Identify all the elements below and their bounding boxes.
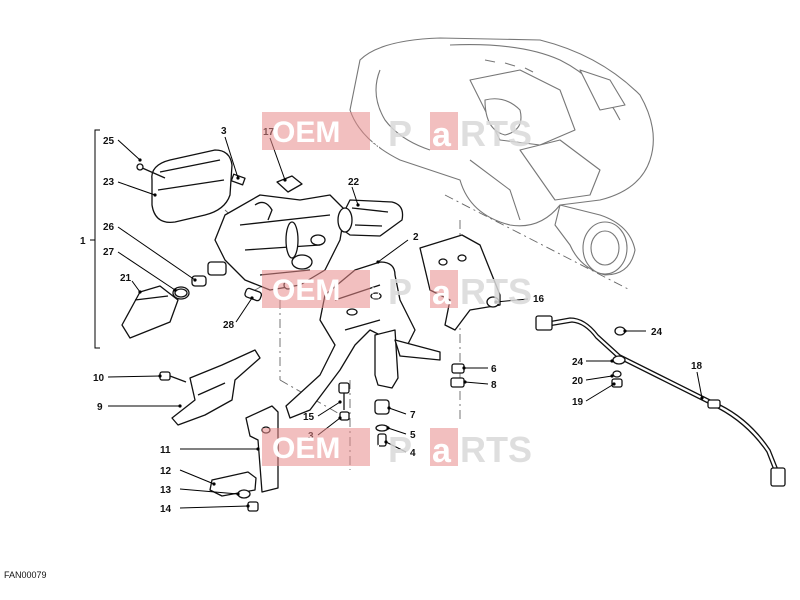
- nut-8: [450, 377, 465, 388]
- rear-frame-assembly: [349, 37, 654, 276]
- clip-17: [276, 175, 303, 193]
- callout-11: 11: [160, 445, 171, 456]
- callout-19: 19: [572, 397, 584, 408]
- grommet-24-lower: [612, 355, 626, 365]
- watermark-oem-text: OEM: [272, 274, 340, 307]
- watermark-bike-text: BIKE: [371, 444, 381, 466]
- callout-16: 16: [533, 294, 545, 305]
- license-bracket-2: [285, 261, 441, 419]
- grommet-6: [451, 363, 465, 374]
- screw-25: [136, 163, 166, 179]
- callout-24-lower: 24: [572, 357, 584, 368]
- screw-15: [338, 382, 350, 410]
- tail-light-body: [207, 194, 346, 291]
- callout-8: 8: [491, 380, 497, 391]
- rear-light-22: [337, 199, 404, 237]
- callout-7: 7: [410, 410, 416, 421]
- watermark-a-text: a: [432, 116, 452, 154]
- callout-3-top: 3: [221, 126, 227, 137]
- wiring-harness-18: [535, 315, 786, 487]
- callout-9: 9: [97, 402, 103, 413]
- screw-3-lower: [339, 411, 350, 421]
- watermark-oem-text: OEM: [272, 116, 340, 149]
- watermark-bike-text: BIKE: [371, 286, 381, 308]
- callout-6: 6: [491, 364, 497, 375]
- screw-10: [159, 371, 187, 383]
- watermark-rts-text: RTS: [460, 113, 532, 154]
- callout-15: 15: [303, 412, 315, 423]
- callout-21: 21: [120, 273, 132, 284]
- callout-5: 5: [410, 430, 416, 441]
- callout-27: 27: [103, 247, 115, 258]
- watermark-rts-text: RTS: [460, 271, 532, 312]
- watermark-rts-text: RTS: [460, 429, 532, 470]
- callout-24-upper: 24: [651, 327, 663, 338]
- callout-13: 13: [160, 485, 172, 496]
- watermark-p-text: P: [388, 271, 412, 312]
- callout-25: 25: [103, 136, 115, 147]
- callout-1: 1: [80, 236, 86, 247]
- watermark-p-text: P: [388, 429, 412, 470]
- watermark-middle: OEM BIKE P a RTS: [262, 270, 532, 312]
- callout-23: 23: [103, 177, 115, 188]
- callout-18: 18: [691, 361, 703, 372]
- watermark-bottom: OEM BIKE P a RTS: [262, 428, 532, 470]
- watermark-bike-text: BIKE: [371, 128, 381, 150]
- washer-5: [375, 424, 389, 432]
- watermark-a-text: a: [432, 274, 452, 312]
- callout-28: 28: [223, 320, 235, 331]
- o-ring-27: [172, 286, 190, 300]
- rubber-7: [374, 399, 390, 415]
- watermark-oem-text: OEM: [272, 432, 340, 465]
- washer-20: [612, 370, 622, 378]
- watermark-a-text: a: [432, 432, 452, 470]
- group-bracket-1: [90, 129, 100, 349]
- bolt-4: [377, 433, 387, 447]
- callout-12: 12: [160, 466, 172, 477]
- callout-20: 20: [572, 376, 584, 387]
- tail-light-lens: [151, 149, 233, 224]
- reflector-holder-9: [171, 349, 261, 426]
- watermark-top: OEM BIKE P a RTS: [262, 112, 532, 154]
- spacer-28: [244, 287, 263, 302]
- watermark-p-text: P: [388, 113, 412, 154]
- callout-10: 10: [93, 373, 105, 384]
- figure-code: FAN00079: [4, 570, 47, 580]
- washer-13: [237, 489, 251, 499]
- callout-22: 22: [348, 177, 360, 188]
- lens-21: [121, 285, 179, 339]
- callout-26: 26: [103, 222, 115, 233]
- callout-4: 4: [410, 448, 416, 459]
- callout-14: 14: [160, 504, 172, 515]
- callout-2: 2: [413, 232, 419, 243]
